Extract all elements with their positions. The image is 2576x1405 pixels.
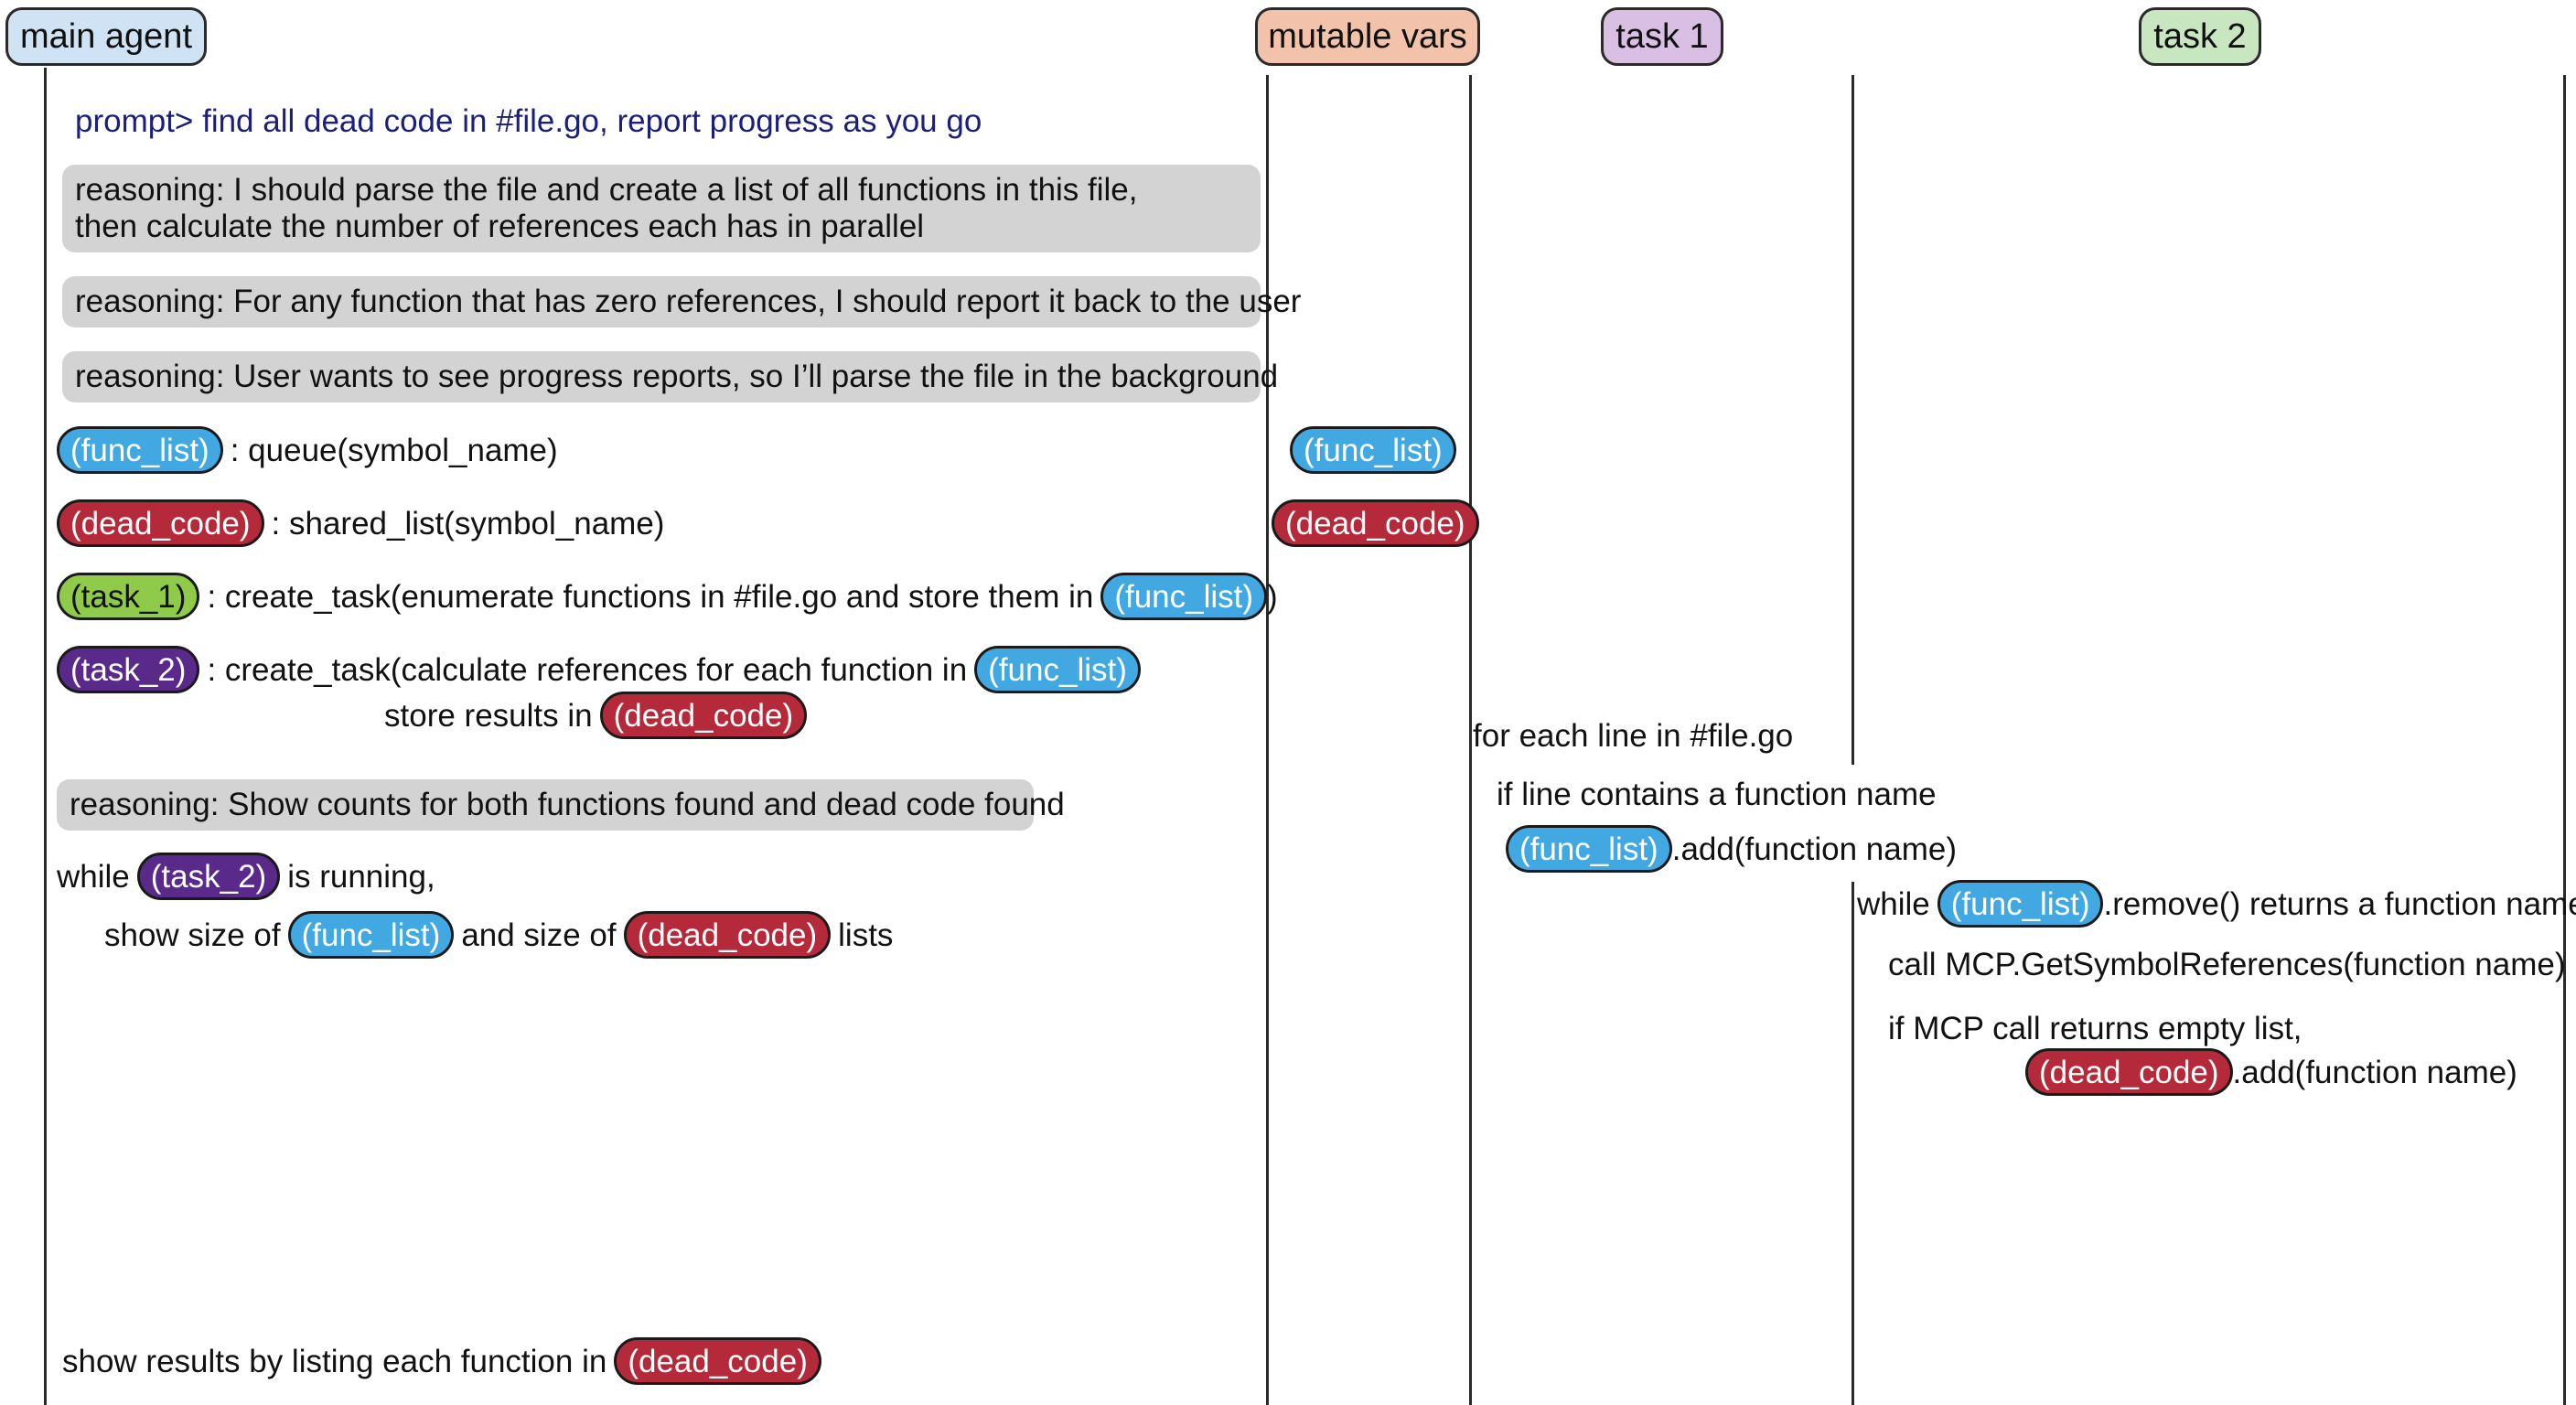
func-list-pill: (func_list) xyxy=(1290,426,1456,474)
lifeline-task-1 xyxy=(1852,75,1854,765)
lane-title-task-1: task 1 xyxy=(1615,16,1709,56)
task-1-pill: (task_1) xyxy=(57,573,200,620)
lane-header-task-1: task 1 xyxy=(1601,7,1723,66)
mutable-var-func-list: (func_list) xyxy=(1290,426,1456,474)
lane-title-main-agent: main agent xyxy=(19,16,192,56)
task-1-add-function: (func_list) .add(function name) xyxy=(1506,825,1957,873)
while-task-2-running: while (task_2) is running, xyxy=(57,853,435,900)
task-2-call-mcp: call MCP.GetSymbolReferences(function na… xyxy=(1888,946,2566,982)
task-2-declaration: (task_2) : create_task(calculate referen… xyxy=(57,646,1141,693)
func-list-pill: (func_list) xyxy=(1506,825,1672,873)
func-list-declaration: (func_list) : queue(symbol_name) xyxy=(57,426,558,474)
func-list-pill: (func_list) xyxy=(1937,880,2104,928)
reasoning-box-3: reasoning: User wants to see progress re… xyxy=(62,351,1278,402)
lifeline-task-2-right xyxy=(2563,75,2566,1405)
func-list-pill: (func_list) xyxy=(974,646,1141,693)
lane-header-main-agent: main agent xyxy=(5,7,207,66)
lane-header-mutable-vars: mutable vars xyxy=(1255,7,1480,66)
dead-code-declaration: (dead_code) : shared_list(symbol_name) xyxy=(57,499,664,547)
reasoning-box-1: reasoning: I should parse the file and c… xyxy=(62,165,1261,252)
dead-code-pill: (dead_code) xyxy=(614,1337,821,1385)
func-list-pill: (func_list) xyxy=(1100,573,1268,620)
task-1-declaration: (task_1) : create_task(enumerate functio… xyxy=(57,573,1278,620)
lane-title-mutable-vars: mutable vars xyxy=(1268,16,1467,56)
lifeline-task-2-left xyxy=(1852,882,1854,1405)
show-sizes-line: show size of (func_list) and size of (de… xyxy=(104,911,893,959)
reasoning-box-2: reasoning: For any function that has zer… xyxy=(62,276,1301,327)
task-2-store-results: store results in (dead_code) xyxy=(384,692,808,739)
dead-code-pill: (dead_code) xyxy=(57,499,264,547)
task-1-for-each-line: for each line in #file.go xyxy=(1473,717,1794,754)
lane-header-task-2: task 2 xyxy=(2139,7,2261,66)
dead-code-pill: (dead_code) xyxy=(623,911,832,959)
task-2-add-dead-code: (dead_code) .add(function name) xyxy=(2025,1048,2517,1096)
task-2-pill: (task_2) xyxy=(136,853,281,900)
reasoning-1-line-1: reasoning: I should parse the file and c… xyxy=(75,171,1138,208)
task-2-while-remove: while (func_list) .remove() returns a fu… xyxy=(1857,880,2576,928)
show-results-line: show results by listing each function in… xyxy=(62,1337,821,1385)
lifeline-mutable-vars-left xyxy=(1266,75,1269,1405)
prompt-text: prompt> find all dead code in #file.go, … xyxy=(75,102,982,139)
lifeline-main-agent xyxy=(44,68,47,1405)
task-1-if-contains: if line contains a function name xyxy=(1497,776,1937,812)
task-2-pill: (task_2) xyxy=(57,646,200,693)
dead-code-pill: (dead_code) xyxy=(2025,1048,2233,1096)
func-list-pill: (func_list) xyxy=(57,426,223,474)
mutable-var-dead-code: (dead_code) xyxy=(1272,499,1479,547)
reasoning-1-line-2: then calculate the number of references … xyxy=(75,209,925,244)
dead-code-pill: (dead_code) xyxy=(1272,499,1479,547)
reasoning-box-4: reasoning: Show counts for both function… xyxy=(57,779,1065,831)
dead-code-pill: (dead_code) xyxy=(599,692,808,739)
lifeline-mutable-vars-right xyxy=(1469,75,1472,1405)
lane-title-task-2: task 2 xyxy=(2153,16,2247,56)
task-2-if-empty: if MCP call returns empty list, xyxy=(1888,1010,2302,1046)
func-list-pill: (func_list) xyxy=(287,911,455,959)
